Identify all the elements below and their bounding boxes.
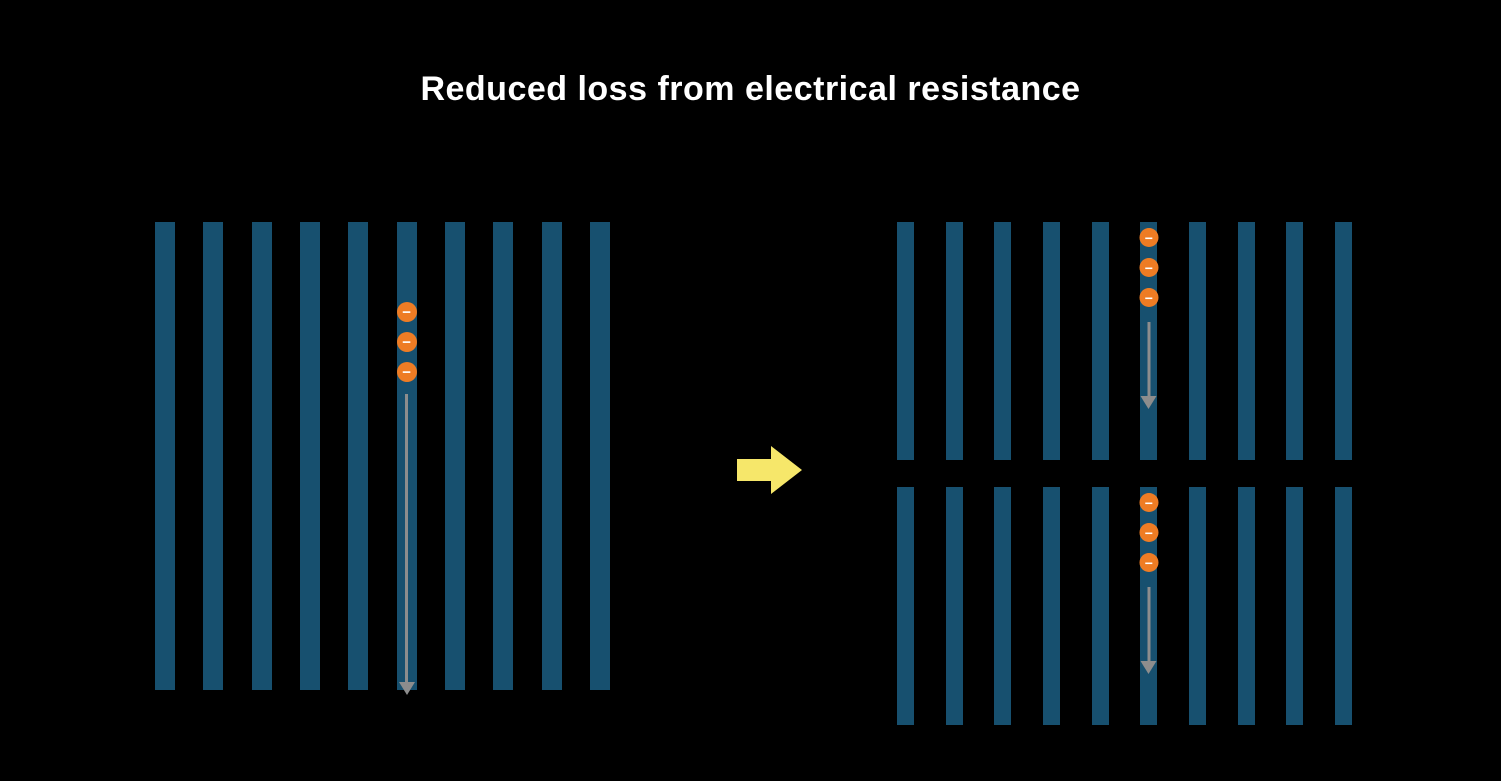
cell-finger-bar xyxy=(203,222,224,690)
electron-icon: − xyxy=(1139,493,1159,512)
electron-icon: − xyxy=(1139,288,1159,307)
cell-finger-bars xyxy=(897,487,1352,725)
current-direction-arrow-icon xyxy=(1140,587,1157,674)
cell-finger-bar xyxy=(493,222,514,690)
current-direction-arrow-icon xyxy=(1140,322,1157,409)
cell-finger-bar xyxy=(1188,487,1206,725)
electron-icon: − xyxy=(1139,523,1159,542)
electron-icon: − xyxy=(1139,228,1159,247)
cell-finger-bar xyxy=(1237,487,1255,725)
cell-finger-bar xyxy=(444,222,465,690)
cell-finger-bar xyxy=(589,222,610,690)
cell-finger-bar xyxy=(994,222,1012,460)
arrow-shaft xyxy=(1147,322,1151,396)
cell-finger-bar xyxy=(299,222,320,690)
cell-finger-bar xyxy=(1091,487,1109,725)
arrow-head xyxy=(1140,396,1157,409)
diagram-title: Reduced loss from electrical resistance xyxy=(420,70,1081,108)
cell-finger-bar xyxy=(994,487,1012,725)
cell-finger-bar xyxy=(1334,222,1352,460)
electron-icon: − xyxy=(1139,553,1159,572)
electron-icon: − xyxy=(396,362,417,382)
electron-icon: − xyxy=(1139,258,1159,277)
electron-icon: − xyxy=(396,302,417,322)
cell-finger-bar xyxy=(897,222,914,460)
cell-finger-bars xyxy=(897,222,1352,460)
cell-finger-bar xyxy=(1286,487,1304,725)
arrow-shaft xyxy=(1147,587,1151,661)
cell-finger-bar xyxy=(945,487,963,725)
cell-finger-bar xyxy=(1286,222,1304,460)
cell-finger-bar xyxy=(541,222,562,690)
arrow-head xyxy=(1140,661,1157,674)
electron-icon: − xyxy=(396,332,417,352)
right-arrow-icon xyxy=(737,446,802,494)
cell-finger-bar xyxy=(1334,487,1352,725)
cell-finger-bar xyxy=(155,222,175,690)
arrow-head xyxy=(398,682,415,695)
cell-finger-bar xyxy=(897,487,914,725)
full-cell-panel: − − − xyxy=(155,222,610,695)
cell-finger-bar xyxy=(1091,222,1109,460)
electron-flow: − − − xyxy=(1139,228,1159,409)
current-direction-arrow-icon xyxy=(398,394,415,695)
arrow-shaft xyxy=(405,394,409,682)
electron-flow: − − − xyxy=(396,302,417,695)
cell-finger-bar xyxy=(1042,487,1060,725)
cell-finger-bar xyxy=(251,222,272,690)
cell-finger-bar xyxy=(1188,222,1206,460)
half-cell-bottom-panel: − − − xyxy=(897,487,1352,725)
cell-finger-bars xyxy=(155,222,610,690)
cell-finger-bar xyxy=(1237,222,1255,460)
cell-finger-bar xyxy=(348,222,369,690)
electron-flow: − − − xyxy=(1139,493,1159,674)
half-cell-top-panel: − − − xyxy=(897,222,1352,460)
cell-finger-bar xyxy=(1042,222,1060,460)
cell-finger-bar xyxy=(945,222,963,460)
